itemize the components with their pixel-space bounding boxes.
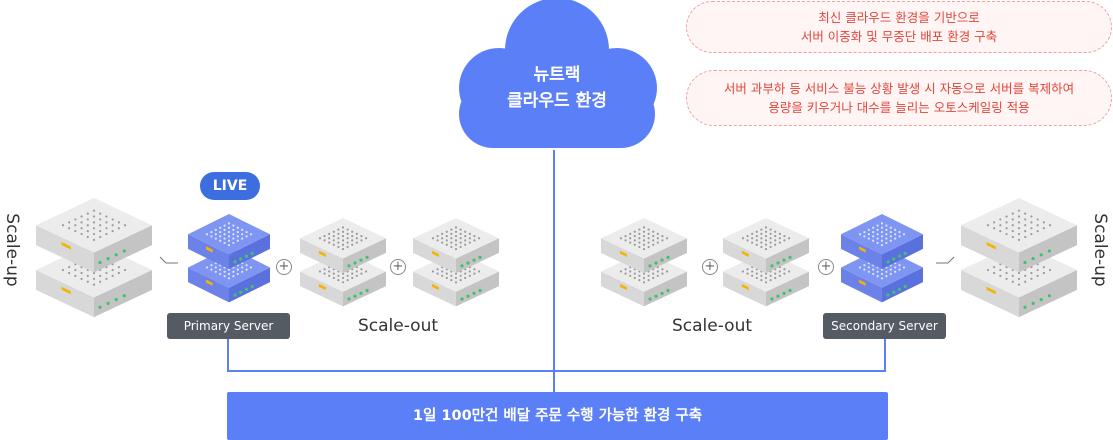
server-icon [36, 198, 152, 318]
callout-redundancy-line1: 최신 클라우드 환경을 기반으로 [818, 10, 980, 25]
server-icon [841, 214, 923, 303]
server-stack-secondary [841, 214, 923, 306]
callout-autoscaling-line1: 서버 과부하 등 서비스 불능 상황 발생 시 자동으로 서버를 복제하여 [723, 81, 1075, 96]
scale-up-label-right: Scale-up [1090, 213, 1110, 287]
server-stack-primary [188, 214, 270, 306]
cloud-title-line1: 뉴트랙 [533, 65, 581, 85]
server-icon [961, 198, 1077, 318]
primary-server-label: Primary Server [167, 313, 290, 339]
cloud-shape [459, 0, 657, 148]
server-stack-scaleout-right-1 [601, 218, 687, 310]
server-icon [723, 218, 809, 307]
callout-redundancy-line2: 서버 이중화 및 무중단 배포 환경 구축 [800, 29, 998, 44]
bottom-banner: 1일 100만건 배달 주문 수행 가능한 환경 구축 [227, 392, 888, 440]
plus-icon: + [276, 259, 292, 275]
scale-up-label-left: Scale-up [2, 213, 22, 287]
server-icon [413, 218, 499, 307]
plus-icon: + [702, 259, 718, 275]
server-stack-scaleup-right [961, 198, 1077, 322]
server-icon [601, 218, 687, 307]
scale-out-label-right: Scale-out [672, 316, 753, 336]
cloud-title: 뉴트랙 클라우드 환경 [437, 62, 677, 114]
server-icon [300, 218, 386, 307]
callout-autoscaling-line2: 용량을 키우거나 대수를 늘리는 오토스케일링 적용 [768, 100, 1030, 115]
server-stack-scaleout-left-2 [413, 218, 499, 310]
callout-autoscaling: 서버 과부하 등 서비스 불능 상황 발생 시 자동으로 서버를 복제하여 용량… [686, 70, 1112, 126]
callout-redundancy: 최신 클라우드 환경을 기반으로 서버 이중화 및 무중단 배포 환경 구축 [686, 1, 1112, 53]
cloud-title-line2: 클라우드 환경 [507, 91, 607, 111]
scale-out-label-left: Scale-out [358, 316, 439, 336]
server-stack-scaleout-right-2 [723, 218, 809, 310]
server-stack-scaleout-left-1 [300, 218, 386, 310]
server-stack-scaleup-left [36, 198, 152, 322]
secondary-server-label: Secondary Server [823, 313, 946, 339]
plus-icon: + [390, 259, 406, 275]
server-icon [188, 214, 270, 303]
live-badge: LIVE [200, 172, 260, 200]
plus-icon: + [818, 259, 834, 275]
